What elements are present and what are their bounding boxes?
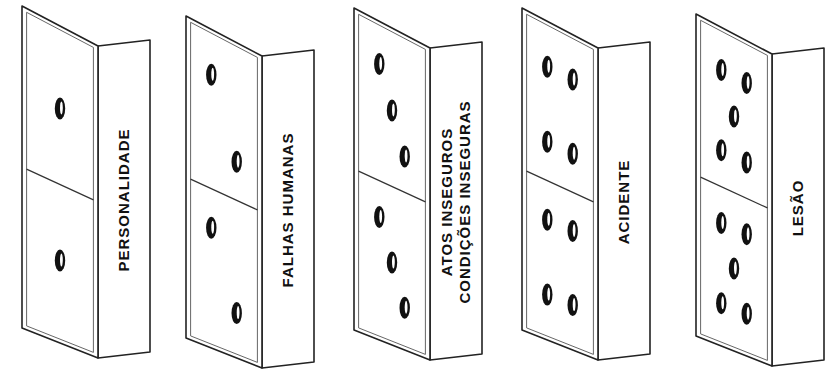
pip-highlight: [392, 103, 395, 116]
pip-highlight: [379, 210, 382, 223]
domino-pip: [55, 250, 65, 272]
domino-divider: [701, 177, 768, 208]
domino-pip: [55, 97, 65, 119]
domino-pip: [716, 292, 726, 314]
pip-highlight: [734, 109, 737, 122]
domino-bevel: [27, 12, 94, 352]
pip-highlight: [211, 221, 214, 234]
domino-pip: [716, 212, 726, 234]
domino-front-face: [22, 6, 98, 358]
pip-highlight: [573, 298, 576, 311]
domino-front-face: [354, 8, 430, 360]
domino-label: ATOS INSEGUROS CONDIÇÕES INSEGURAS: [438, 77, 474, 327]
domino-divider: [527, 171, 594, 202]
domino-pip: [568, 220, 578, 242]
domino-side-face: [262, 50, 314, 368]
pip-highlight: [237, 155, 240, 168]
domino-pip: [742, 72, 752, 94]
domino-pip: [387, 252, 397, 274]
domino-bevel: [359, 14, 426, 354]
pip-highlight: [211, 68, 214, 81]
pip-highlight: [721, 216, 724, 229]
domino-pip: [374, 53, 384, 75]
pip-highlight: [392, 256, 395, 269]
pip-highlight: [60, 101, 63, 114]
domino-pip: [374, 206, 384, 228]
domino-pip: [716, 139, 726, 161]
domino-divider: [359, 171, 426, 202]
domino-side-face: [772, 48, 824, 366]
pip-highlight: [237, 306, 240, 319]
domino-label: LESÃO: [789, 83, 807, 333]
pip-highlight: [547, 213, 550, 226]
domino-pip: [568, 143, 578, 165]
domino: [354, 8, 482, 360]
domino-pip: [206, 64, 216, 86]
domino-pip: [542, 56, 552, 78]
domino-pip: [542, 284, 552, 306]
domino-pip: [742, 303, 752, 325]
domino-front-face: [522, 8, 598, 360]
pip-highlight: [573, 147, 576, 160]
pip-highlight: [547, 288, 550, 301]
domino-label-face: LESÃO: [772, 58, 824, 358]
pip-highlight: [379, 57, 382, 70]
pip-highlight: [60, 254, 63, 267]
domino-pip: [206, 217, 216, 239]
pip-highlight: [721, 143, 724, 156]
domino-label-face: FALHAS HUMANAS: [262, 60, 314, 360]
domino-pip: [400, 145, 410, 167]
domino-label: ACIDENTE: [615, 77, 633, 327]
domino: [186, 16, 314, 368]
domino-label-face: ACIDENTE: [598, 52, 650, 352]
domino-pip: [742, 223, 752, 245]
domino: [696, 14, 824, 366]
pip-highlight: [734, 262, 737, 275]
domino-bevel: [527, 14, 594, 354]
domino: [22, 6, 150, 358]
domino-pip: [716, 59, 726, 81]
domino-pip: [742, 151, 752, 173]
domino-pip: [729, 258, 739, 280]
domino-pip: [232, 151, 242, 173]
domino-pip: [542, 209, 552, 231]
pip-highlight: [547, 135, 550, 148]
domino-pip: [400, 297, 410, 319]
pip-highlight: [747, 76, 750, 89]
domino-bevel: [701, 20, 768, 360]
domino-side-face: [98, 40, 150, 358]
domino-pip: [729, 105, 739, 127]
pip-highlight: [405, 301, 408, 314]
pip-highlight: [573, 73, 576, 86]
domino-side-face: [430, 42, 482, 360]
domino-bevel: [191, 22, 258, 362]
pip-highlight: [747, 227, 750, 240]
domino-pip: [387, 99, 397, 121]
domino: [522, 8, 650, 360]
pip-highlight: [747, 155, 750, 168]
pip-highlight: [721, 296, 724, 309]
pip-highlight: [405, 149, 408, 162]
domino-pip: [542, 131, 552, 153]
domino-front-face: [186, 16, 262, 368]
domino-label-face: PERSONALIDADE: [98, 50, 150, 350]
domino-pip: [568, 69, 578, 91]
pip-highlight: [721, 63, 724, 76]
pip-highlight: [747, 307, 750, 320]
domino-divider: [27, 169, 94, 200]
domino-label: PERSONALIDADE: [115, 75, 133, 325]
domino-front-face: [696, 14, 772, 366]
domino-label-face: ATOS INSEGUROS CONDIÇÕES INSEGURAS: [430, 52, 482, 352]
domino-pip: [232, 302, 242, 324]
domino-pip: [568, 294, 578, 316]
pip-highlight: [547, 60, 550, 73]
domino-label: FALHAS HUMANAS: [279, 85, 297, 335]
domino-divider: [191, 179, 258, 210]
domino-side-face: [598, 42, 650, 360]
pip-highlight: [573, 224, 576, 237]
